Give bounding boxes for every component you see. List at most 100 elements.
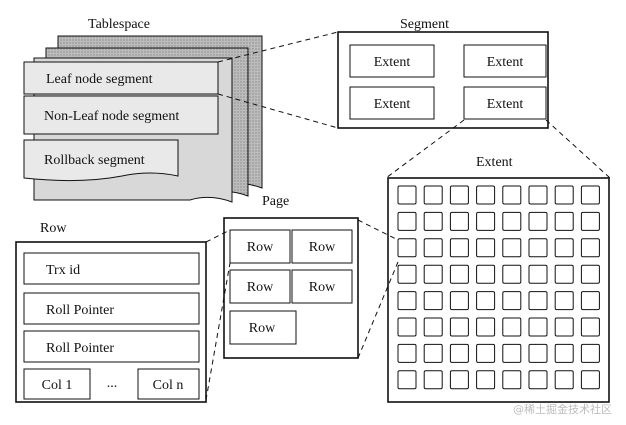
- extent-page-cell: [476, 291, 496, 311]
- connector-segment-extent-left: [385, 119, 465, 179]
- tablespace-title: Tablespace: [88, 17, 150, 32]
- extent-page-cell: [528, 264, 548, 284]
- segment-extent-4-label: Extent: [487, 97, 524, 112]
- extent-title: Extent: [476, 155, 513, 170]
- extent-page-cell: [502, 238, 522, 258]
- extent-page-cell: [423, 370, 443, 390]
- extent-page-cell: [554, 211, 574, 231]
- row-field-trx-id-label: Trx id: [46, 263, 80, 278]
- page-row-4: [291, 269, 353, 304]
- row-field-roll-pointer-2-label: Roll Pointer: [46, 341, 114, 356]
- extent-page-cell: [554, 264, 574, 284]
- extent-page-cell: [528, 317, 548, 337]
- page-row-1: [229, 229, 291, 264]
- extent-page-cell: [554, 343, 574, 363]
- page-row-1-label: Row: [247, 240, 274, 255]
- extent-page-cell: [476, 370, 496, 390]
- connector-page-extent-top: [357, 219, 399, 241]
- connector-row-page-top: [205, 229, 231, 243]
- extent-page-cell: [502, 211, 522, 231]
- extent-page-cell: [476, 238, 496, 258]
- leaf-node-segment-label: Leaf node segment: [46, 72, 153, 87]
- extent-page-cell: [528, 211, 548, 231]
- extent-page-cell: [528, 343, 548, 363]
- extent-page-cell: [580, 185, 600, 205]
- extent-page-cell: [449, 238, 469, 258]
- extent-page-cell: [397, 291, 417, 311]
- extent-page-cell: [528, 370, 548, 390]
- extent-page-cell: [397, 211, 417, 231]
- row-field-trx-id: [23, 252, 200, 285]
- extent-page-cell: [397, 264, 417, 284]
- extent-box: [387, 177, 610, 403]
- extent-page-cell: [397, 370, 417, 390]
- segment-title: Segment: [400, 17, 449, 32]
- segment-extent-2-label: Extent: [487, 55, 524, 70]
- extent-page-cell: [502, 185, 522, 205]
- extent-page-cell: [502, 264, 522, 284]
- extent-page-cell: [580, 317, 600, 337]
- row-field-roll-pointer-1: [23, 292, 200, 325]
- extent-page-cell: [580, 238, 600, 258]
- row-col-ellipsis: ...: [107, 376, 118, 391]
- extent-page-cell: [397, 343, 417, 363]
- segment-extent-1-label: Extent: [374, 55, 411, 70]
- extent-page-cell: [476, 317, 496, 337]
- extent-page-cell: [449, 211, 469, 231]
- extent-page-cell: [397, 185, 417, 205]
- extent-page-cell: [397, 238, 417, 258]
- rollback-segment-band: [23, 139, 179, 182]
- row-field-roll-pointer-2: [23, 330, 200, 363]
- extent-page-cell: [423, 185, 443, 205]
- extent-page-cell: [502, 343, 522, 363]
- extent-page-cell: [528, 185, 548, 205]
- row-title: Row: [40, 221, 67, 236]
- connector-tablespace-segment-top: [217, 31, 339, 63]
- page-row-3-label: Row: [247, 280, 274, 295]
- row-col-first: [23, 368, 91, 400]
- extent-page-cell: [449, 317, 469, 337]
- extent-page-cell: [449, 264, 469, 284]
- extent-page-cell: [502, 370, 522, 390]
- extent-page-cell: [476, 343, 496, 363]
- extent-page-cell: [554, 317, 574, 337]
- extent-page-cell: [528, 291, 548, 311]
- row-field-roll-pointer-1-label: Roll Pointer: [46, 303, 114, 318]
- extent-page-cell: [423, 264, 443, 284]
- extent-page-cell: [423, 343, 443, 363]
- row-col-first-label: Col 1: [42, 378, 73, 393]
- extent-page-cell: [476, 211, 496, 231]
- segment-extent-3-label: Extent: [374, 97, 411, 112]
- extent-page-cell: [397, 317, 417, 337]
- extent-page-cell: [554, 291, 574, 311]
- extent-page-cell: [580, 370, 600, 390]
- segment-extent-3: [349, 86, 435, 120]
- page-row-3: [229, 269, 291, 304]
- row-col-last-label: Col n: [153, 378, 184, 393]
- page-row-2-label: Row: [309, 240, 336, 255]
- non-leaf-node-segment-band: [23, 95, 219, 135]
- leaf-node-segment-band: [23, 61, 219, 95]
- extent-page-cell: [449, 291, 469, 311]
- extent-page-cell: [449, 370, 469, 390]
- extent-page-cell: [476, 264, 496, 284]
- extent-page-grid: [397, 185, 600, 390]
- extent-page-cell: [502, 317, 522, 337]
- extent-page-cell: [423, 238, 443, 258]
- segment-extent-4: [463, 86, 547, 120]
- extent-page-cell: [449, 185, 469, 205]
- extent-page-cell: [476, 185, 496, 205]
- extent-page-cell: [554, 238, 574, 258]
- page-row-4-label: Row: [309, 280, 336, 295]
- extent-page-cell: [580, 211, 600, 231]
- extent-page-cell: [502, 291, 522, 311]
- rollback-segment-label: Rollback segment: [44, 153, 145, 168]
- page-row-5-label: Row: [249, 321, 276, 336]
- page-row-2: [291, 229, 353, 264]
- non-leaf-node-segment-label: Non-Leaf node segment: [44, 109, 179, 124]
- extent-page-cell: [423, 211, 443, 231]
- page-row-5: [229, 310, 297, 345]
- connector-segment-extent-right: [545, 119, 611, 179]
